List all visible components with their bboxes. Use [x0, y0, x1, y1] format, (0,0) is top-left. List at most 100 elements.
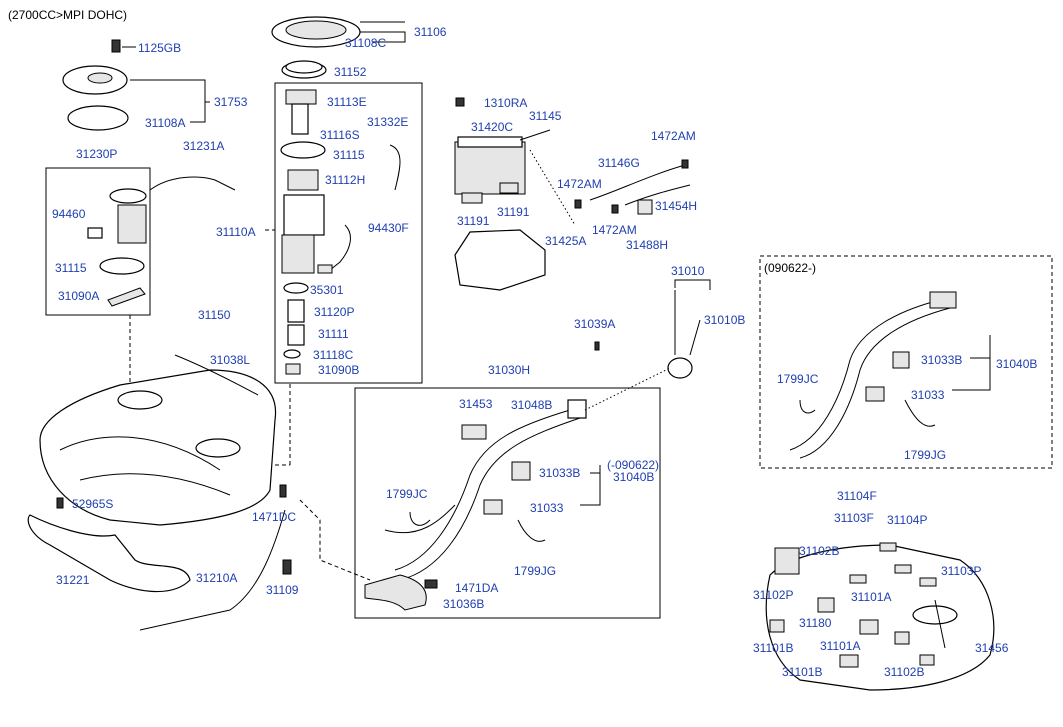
- label-090622-early: (-090622): [607, 458, 659, 472]
- label-31113e: 31113E: [327, 95, 367, 109]
- label-31010: 31010: [671, 264, 705, 278]
- label-31230p: 31230P: [76, 147, 117, 161]
- pad-31103f: [849, 574, 867, 584]
- filler-neck-pipe: [384, 409, 581, 581]
- label-1799jg-b: 1799JG: [904, 448, 946, 462]
- bracket-31033-a: [483, 499, 503, 515]
- label-1125gb: 1125GB: [138, 41, 181, 55]
- hose-1799jg-b: [904, 399, 936, 427]
- pad-31102b-b: [919, 654, 935, 666]
- pad-31101b-b: [839, 654, 859, 668]
- label-31033-b: 31033: [911, 388, 945, 402]
- bracket-31033b-a: [511, 461, 531, 481]
- label-31102p: 31102P: [753, 588, 793, 602]
- label-31120p: 31120P: [314, 305, 354, 319]
- label-31420c: 31420C: [471, 120, 513, 134]
- wiring-harness-31231a: [149, 176, 236, 191]
- label-31332e: 31332E: [367, 115, 408, 129]
- gasket-ring-31108a: [67, 105, 129, 131]
- label-31145: 31145: [529, 109, 562, 123]
- label-31102b-b: 31102B: [884, 665, 924, 679]
- fuel-pump-assembly-box: [274, 82, 423, 384]
- cap-seal-31048b: [567, 399, 587, 419]
- pad-31180: [817, 597, 835, 613]
- label-31115-b: 31115: [55, 261, 87, 275]
- fuel-level-sender: [317, 224, 351, 274]
- label-1472am-a: 1472AM: [651, 129, 696, 143]
- label-31488h: 31488H: [626, 238, 668, 252]
- label-35301: 35301: [310, 283, 344, 297]
- hose-1799jc-b: [799, 399, 816, 414]
- label-31101a-b: 31101A: [820, 639, 860, 653]
- vapor-hose-31146g: [589, 164, 686, 201]
- label-1472am-c: 1472AM: [592, 223, 637, 237]
- label-1799jg-a: 1799JG: [514, 564, 556, 578]
- label-31104p: 31104P: [887, 513, 927, 527]
- fuel-pump-cover-plate: [271, 16, 361, 48]
- bolt-31109: [282, 559, 292, 575]
- label-31038l: 31038L: [210, 353, 250, 367]
- bolt-1125gb: [111, 39, 121, 53]
- label-31112h: 31112H: [325, 173, 365, 187]
- fuel-tank-strap-lower: [27, 514, 191, 593]
- pad-31456: [934, 599, 946, 649]
- label-31106: 31106: [414, 25, 447, 39]
- fuel-pump-module: [280, 89, 326, 375]
- label-31231a: 31231A: [183, 139, 224, 153]
- fuel-tank: [39, 369, 277, 526]
- label-31090a: 31090A: [58, 289, 99, 303]
- clip-1472am-a: [574, 199, 582, 209]
- retainer-31090a: [107, 287, 146, 307]
- gasket-ring-31115: [99, 257, 145, 275]
- label-31221: 31221: [56, 573, 90, 587]
- pad-31101a-b: [894, 631, 910, 645]
- label-31033-a: 31033: [530, 501, 564, 515]
- filler-neck-pipe-later: [789, 291, 957, 459]
- bracket-31033b-b: [892, 351, 910, 369]
- filler-neck-assembly-box: [354, 387, 661, 619]
- label-31040b-b: 31040B: [996, 357, 1037, 371]
- pad-31102b-a: [774, 547, 800, 575]
- sender-cover-plate: [62, 65, 128, 95]
- label-1799jc-b: 1799JC: [777, 372, 819, 386]
- label-31033b-b: 31033B: [921, 353, 962, 367]
- label-31116s: 31116S: [320, 128, 360, 142]
- fuel-sender-unit: [87, 188, 147, 244]
- label-94430f: 94430F: [368, 221, 409, 235]
- label-31191-b: 31191: [497, 205, 530, 219]
- label-31210a: 31210A: [196, 571, 237, 585]
- label-31111: 31111: [318, 327, 349, 341]
- fuel-tank-insulation-view: [765, 544, 995, 691]
- bolt-31039a: [594, 341, 600, 351]
- label-1310ra: 1310RA: [484, 96, 527, 110]
- label-31453: 31453: [459, 397, 493, 411]
- label-31115-a: 31115: [333, 148, 365, 162]
- label-1471dc: 1471DC: [252, 510, 296, 524]
- fuel-filler-cap: [667, 357, 693, 379]
- label-31425a: 31425A: [545, 234, 586, 248]
- bracket-31191-b: [499, 182, 519, 194]
- label-1472am-b: 1472AM: [557, 177, 602, 191]
- label-94460: 94460: [52, 207, 86, 221]
- label-31454h: 31454H: [655, 199, 697, 213]
- label-090622-later: (090622-): [764, 261, 816, 275]
- label-1471da: 1471DA: [455, 581, 498, 595]
- pad-31104p: [894, 564, 912, 574]
- label-31102b-a: 31102B: [799, 544, 839, 558]
- label-31110a: 31110A: [216, 225, 256, 239]
- label-31108c: 31108C: [345, 36, 386, 50]
- label-31036b: 31036B: [443, 597, 484, 611]
- label-31090b: 31090B: [318, 363, 359, 377]
- clip-1472am-c: [681, 159, 689, 169]
- pad-31104f: [879, 542, 897, 552]
- bracket-31191-a: [461, 192, 483, 204]
- label-31039a: 31039A: [574, 317, 615, 331]
- canister-bracket-31425a: [454, 229, 546, 291]
- label-31456: 31456: [975, 641, 1009, 655]
- nut-1310ra: [455, 97, 465, 107]
- label-31101a-a: 31101A: [851, 590, 891, 604]
- bracket-31488h: [637, 199, 653, 215]
- label-31150: 31150: [198, 308, 231, 322]
- engine-spec-note: (2700CC>MPI DOHC): [8, 8, 127, 22]
